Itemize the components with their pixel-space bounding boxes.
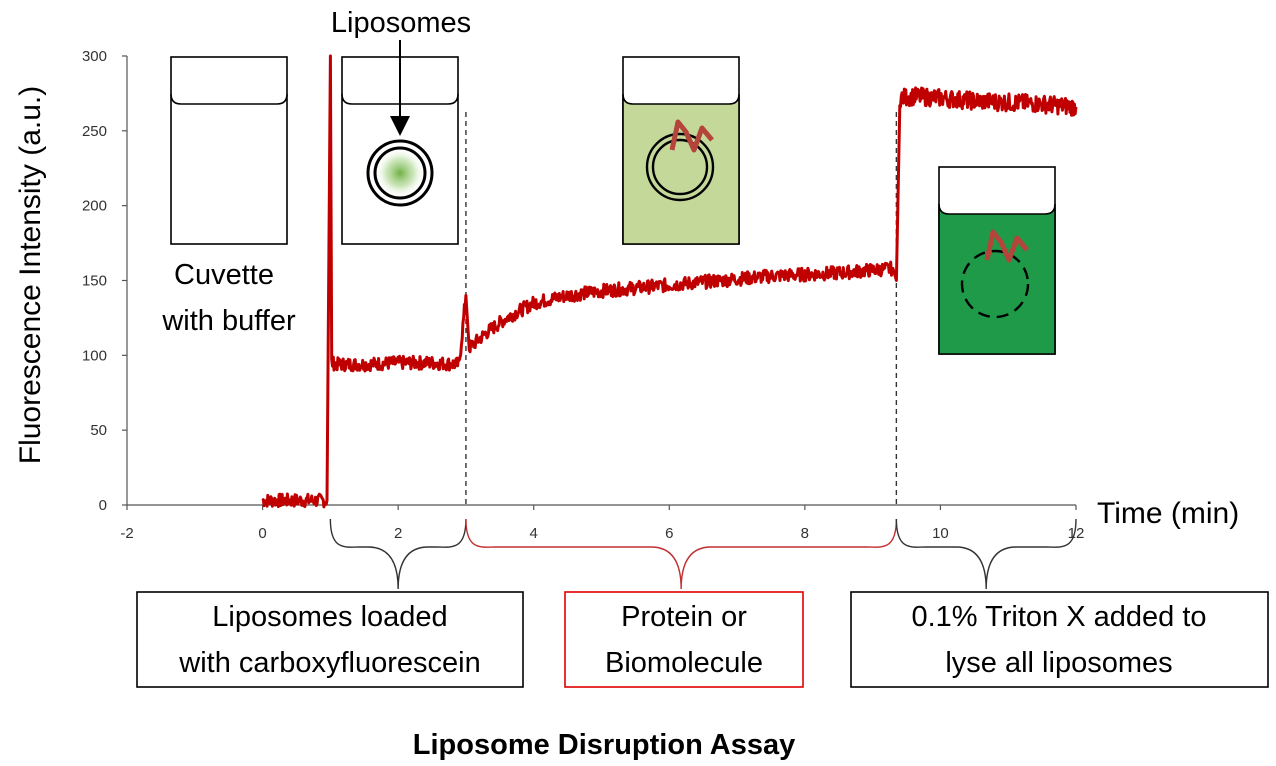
cuvette-buffer-icon bbox=[170, 56, 288, 245]
liposomes-label: Liposomes bbox=[331, 7, 471, 39]
chart-title: Liposome Disruption Assay bbox=[413, 729, 795, 761]
phase-box-2: Protein or Biomolecule bbox=[564, 591, 804, 688]
y-tick-label: 300 bbox=[82, 48, 107, 65]
x-tick-label: 8 bbox=[801, 525, 809, 542]
phase-box-3: 0.1% Triton X added to lyse all liposome… bbox=[850, 591, 1269, 688]
x-tick-label: -2 bbox=[120, 525, 133, 542]
x-tick-label: 0 bbox=[258, 525, 266, 542]
phase-markers bbox=[465, 112, 898, 505]
cuvette-protein-icon bbox=[622, 56, 740, 245]
phase-brace bbox=[465, 518, 898, 590]
x-tick-label: 2 bbox=[394, 525, 402, 542]
phase-box-1: Liposomes loaded with carboxyfluorescein bbox=[136, 591, 524, 688]
phase-box-1-line1: Liposomes loaded bbox=[212, 601, 447, 633]
y-tick-label: 200 bbox=[82, 198, 107, 215]
x-ticks: -2 0 2 4 6 8 10 12 bbox=[120, 505, 1084, 542]
phase-braces bbox=[329, 518, 1077, 590]
phase-brace bbox=[329, 518, 467, 590]
x-tick-label: 4 bbox=[530, 525, 538, 542]
x-axis-title: Time (min) bbox=[1097, 497, 1239, 530]
y-tick-label: 100 bbox=[82, 347, 107, 364]
phase-box-3-line2: lyse all liposomes bbox=[945, 647, 1172, 679]
series-line bbox=[261, 54, 1078, 509]
cuvette-triton-icon bbox=[938, 166, 1056, 355]
phase-brace bbox=[895, 518, 1077, 590]
x-tick-label: 12 bbox=[1068, 525, 1085, 542]
x-tick-label: 6 bbox=[665, 525, 673, 542]
phase-box-2-line2: Biomolecule bbox=[605, 647, 763, 679]
phase-box-1-line2: with carboxyfluorescein bbox=[178, 647, 480, 679]
y-ticks: 0 50 100 150 200 250 300 bbox=[82, 48, 127, 514]
y-tick-label: 50 bbox=[90, 422, 107, 439]
y-tick-label: 250 bbox=[82, 123, 107, 140]
phase-box-2-line1: Protein or bbox=[621, 601, 747, 633]
y-axis-title: Fluorescence Intensity (a.u.) bbox=[14, 86, 47, 465]
phase-box-3-line1: 0.1% Triton X added to bbox=[911, 601, 1206, 633]
y-tick-label: 150 bbox=[82, 273, 107, 290]
cuvette-label-line2: with buffer bbox=[161, 305, 296, 337]
y-tick-label: 0 bbox=[99, 497, 107, 514]
cuvette-label-line1: Cuvette bbox=[174, 259, 274, 291]
series-group bbox=[261, 54, 1078, 509]
x-tick-label: 10 bbox=[932, 525, 949, 542]
